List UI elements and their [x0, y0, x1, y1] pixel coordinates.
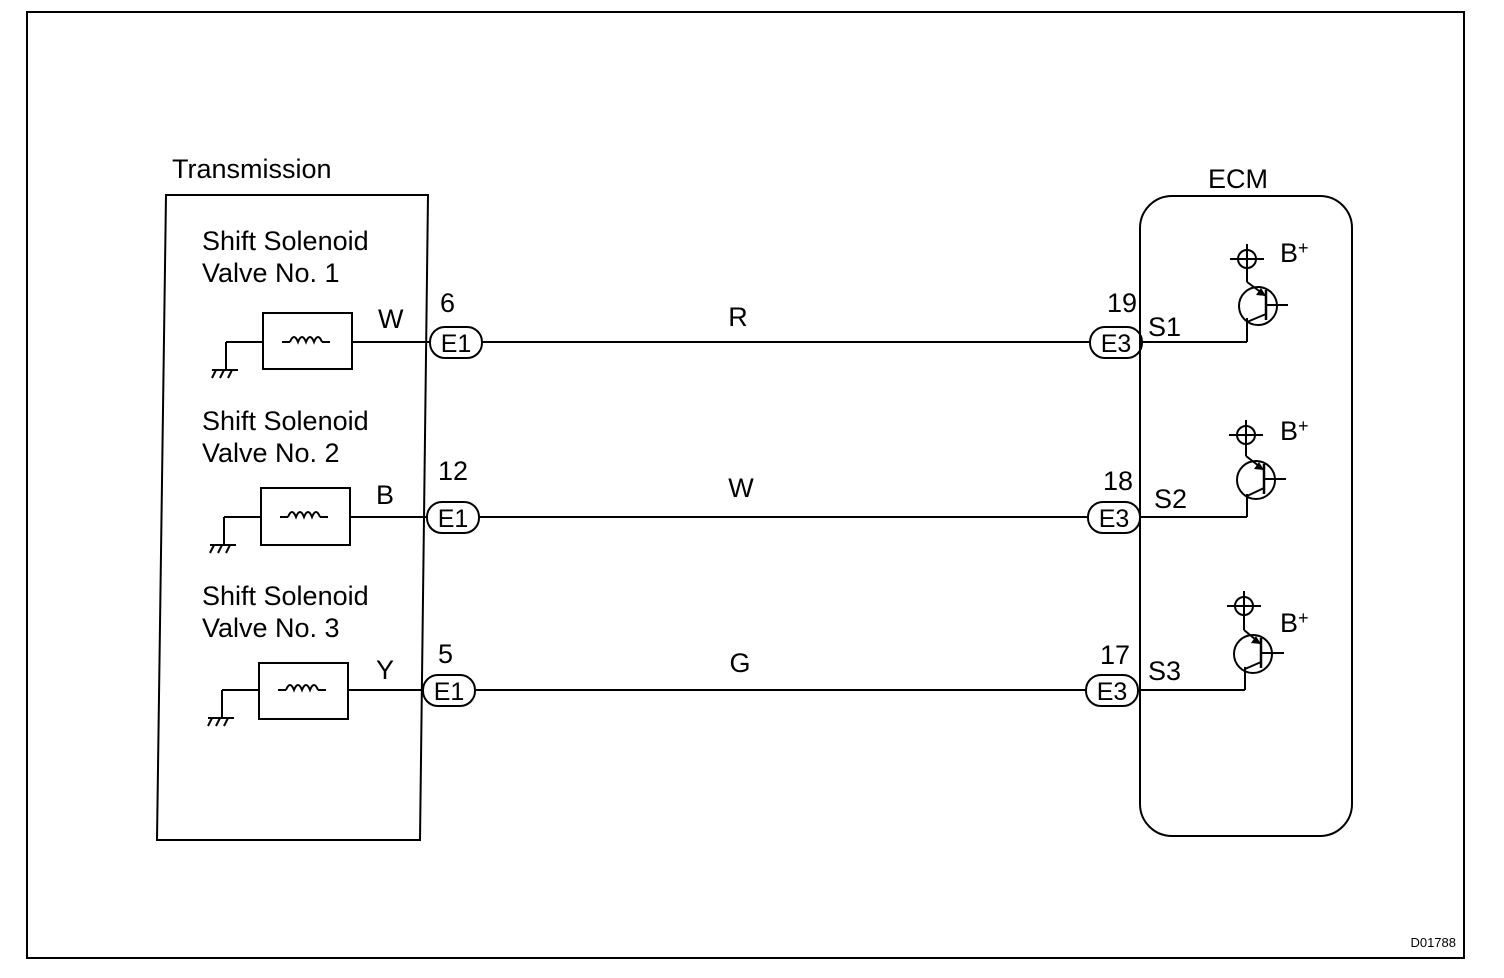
solenoid-2-body	[260, 487, 351, 546]
valve-2-wire-color: B	[376, 480, 394, 510]
valve-2-label-line2: Valve No. 2	[202, 438, 340, 468]
coil-icon	[287, 511, 321, 520]
b-plus-label-1: B+	[1280, 238, 1309, 268]
diagram-frame	[26, 11, 1465, 959]
b-plus-terminal-icon	[1229, 420, 1263, 450]
circuit-1: Shift Solenoid Valve No. 1 W 6 E1 R E3 1…	[202, 226, 1309, 379]
connector-e3-label: E3	[1097, 678, 1128, 706]
ground-icon	[211, 342, 238, 379]
signal-s3: S3	[1148, 656, 1181, 686]
ground-icon	[207, 690, 234, 727]
connector-e3-label: E3	[1101, 330, 1132, 358]
pin-e3-19: 19	[1107, 288, 1137, 318]
connector-e1-label: E1	[434, 678, 465, 706]
pin-e3-17: 17	[1100, 640, 1130, 670]
connector-e3-label: E3	[1099, 505, 1130, 533]
transistor-icon	[1233, 616, 1284, 674]
valve-2-label-line1: Shift Solenoid	[202, 406, 369, 436]
harness-wire-2-color: W	[728, 473, 754, 503]
connector-e1-label: E1	[441, 330, 472, 358]
valve-3-wire-color: Y	[376, 655, 394, 685]
transmission-box	[155, 194, 430, 841]
valve-1-label-line2: Valve No. 1	[202, 258, 340, 288]
b-plus-label-3: B+	[1280, 608, 1309, 638]
coil-icon	[289, 336, 323, 345]
solenoid-3-body	[258, 662, 349, 720]
ecm-title: ECM	[1208, 164, 1268, 194]
signal-s2: S2	[1154, 484, 1187, 514]
transmission-title: Transmission	[172, 154, 332, 184]
circuit-2: Shift Solenoid Valve No. 2 B 12 E1 W E3 …	[202, 406, 1309, 554]
valve-1-wire-color: W	[378, 304, 404, 334]
coil-icon	[285, 684, 319, 693]
transistor-icon	[1236, 445, 1286, 500]
valve-3-label-line2: Valve No. 3	[202, 613, 340, 643]
figure-code: D01788	[1410, 935, 1456, 950]
pin-e1-5: 5	[438, 639, 453, 669]
harness-wire-1-color: R	[728, 302, 748, 332]
b-plus-label-2: B+	[1280, 416, 1309, 446]
signal-s1: S1	[1148, 312, 1181, 342]
harness-wire-3-color: G	[729, 648, 750, 678]
ground-icon	[209, 517, 236, 554]
pin-e1-6: 6	[440, 288, 455, 318]
pin-e1-12: 12	[438, 456, 468, 486]
b-plus-terminal-icon	[1230, 244, 1264, 274]
valve-3-label-line1: Shift Solenoid	[202, 581, 369, 611]
b-plus-terminal-icon	[1227, 591, 1261, 621]
valve-1-label-line1: Shift Solenoid	[202, 226, 369, 256]
connector-e1-label: E1	[438, 505, 469, 533]
pin-e3-18: 18	[1103, 466, 1133, 496]
circuit-3: Shift Solenoid Valve No. 3 Y 5 E1 G E3 1…	[202, 581, 1309, 727]
transistor-icon	[1238, 268, 1288, 326]
